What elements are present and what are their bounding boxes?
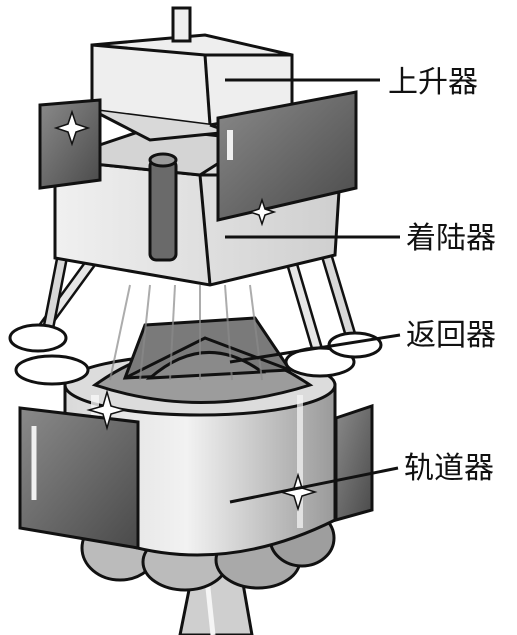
sparkle-highlights <box>53 109 318 512</box>
returner-capsule <box>91 316 314 404</box>
label-lander: 着陆器 <box>406 221 496 256</box>
ascender-body <box>90 6 294 142</box>
leader-line-orbiter <box>229 466 399 504</box>
leader-lines <box>225 78 401 504</box>
ascender-left-panel <box>38 98 102 190</box>
label-orbiter: 轨道器 <box>404 451 494 486</box>
orbiter-left-panel <box>18 406 140 550</box>
ascender-right-panel <box>216 90 358 222</box>
label-returner: 返回器 <box>406 318 496 353</box>
lander-column <box>148 152 178 262</box>
label-ascender: 上升器 <box>388 65 478 100</box>
leader-line-returner <box>229 333 401 364</box>
lander-underside-rays <box>109 284 263 381</box>
orbiter-right-panel <box>334 403 374 522</box>
